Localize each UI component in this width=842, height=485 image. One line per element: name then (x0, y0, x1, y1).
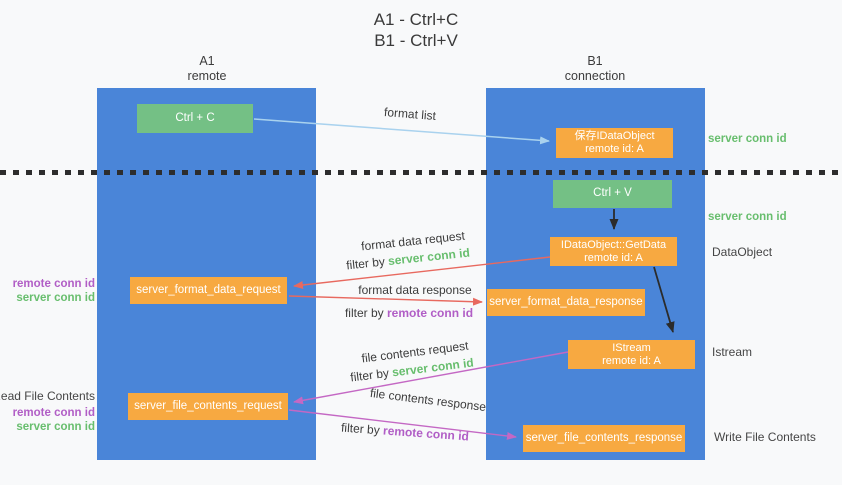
istream-line2: remote id: A (602, 354, 661, 367)
server-file-contents-request-label: server_file_contents_request (134, 399, 282, 412)
filter-prefix: filter by (344, 306, 384, 320)
title-line-2: B1 - Ctrl+V (374, 31, 458, 50)
server-conn-id-tag: server conn id (16, 292, 95, 304)
save-idataobject-line1: 保存IDataObject (574, 130, 655, 142)
save-idataobject-box: 保存IDataObject remote id: A (556, 128, 673, 158)
read-file-contents-label: Read File Contents (0, 389, 95, 403)
ctrl-c-label: Ctrl + C (175, 111, 215, 124)
lifeline-a1-name: A1 (199, 54, 215, 68)
server-file-contents-response-box: server_file_contents_response (523, 425, 685, 452)
filter-prefix: filter by (340, 420, 381, 438)
getdata-to-istream-arrow (653, 266, 675, 333)
remote-conn-id-tag: remote conn id (12, 278, 95, 290)
lifeline-b1-role: connection (564, 69, 626, 83)
server-file-contents-request-box: server_file_contents_request (128, 393, 288, 420)
server-format-data-request-label: server_format_data_request (136, 283, 281, 296)
title-line-1: A1 - Ctrl+C (373, 10, 459, 29)
format-data-response-arrow (288, 295, 483, 306)
server-conn-id-tag: server conn id (16, 421, 95, 433)
server-format-data-response-box: server_format_data_response (487, 289, 645, 316)
istream-box: IStream remote id: A (568, 340, 695, 369)
format-list-arrow (253, 118, 550, 145)
getdata-box: IDataObject::GetData remote id: A (550, 237, 677, 266)
format-data-request-arrow (293, 256, 551, 289)
dataobject-label: DataObject (712, 245, 773, 259)
lifeline-a1-role: remote (187, 69, 227, 83)
istream-line1: IStream (612, 341, 651, 354)
getdata-line2: remote id: A (584, 251, 643, 264)
getdata-line1: IDataObject::GetData (560, 238, 667, 251)
diagram-title: A1 - Ctrl+C B1 - Ctrl+V (0, 9, 832, 51)
dotted-divider (0, 170, 842, 175)
write-file-contents-label: Write File Contents (714, 430, 816, 444)
server-conn-id-tag-mid: server conn id (708, 211, 787, 223)
file-contents-request-arrow (293, 351, 569, 405)
format-data-response-label: format data response (358, 283, 472, 297)
file-contents-response-arrow (288, 409, 517, 440)
server-format-data-request-box: server_format_data_request (130, 277, 287, 304)
save-idataobject-line2: remote id: A (585, 143, 644, 155)
lifeline-header-b1: B1 connection (535, 54, 655, 84)
filter-by-remote-conn-id-label-1: filter by remote conn id (345, 306, 473, 320)
left-conn-id-group-top: remote conn id server conn id (13, 277, 95, 305)
left-conn-id-group-bottom: remote conn id server conn id (13, 406, 95, 434)
remote-conn-id-tag: remote conn id (12, 407, 95, 419)
ctrl-v-box: Ctrl + V (553, 180, 672, 208)
ctrl-v-label: Ctrl + V (593, 187, 632, 200)
server-file-contents-response-label: server_file_contents_response (525, 431, 683, 444)
server-format-data-response-label: server_format_data_response (489, 295, 643, 308)
lifeline-header-a1: A1 remote (147, 54, 267, 84)
ctrl-c-box: Ctrl + C (137, 104, 253, 133)
filter-id-remote-conn: remote conn id (387, 306, 474, 320)
istream-side-label: Istream (712, 345, 753, 359)
lifeline-b1-name: B1 (587, 54, 603, 68)
server-conn-id-tag-top: server conn id (708, 133, 787, 145)
